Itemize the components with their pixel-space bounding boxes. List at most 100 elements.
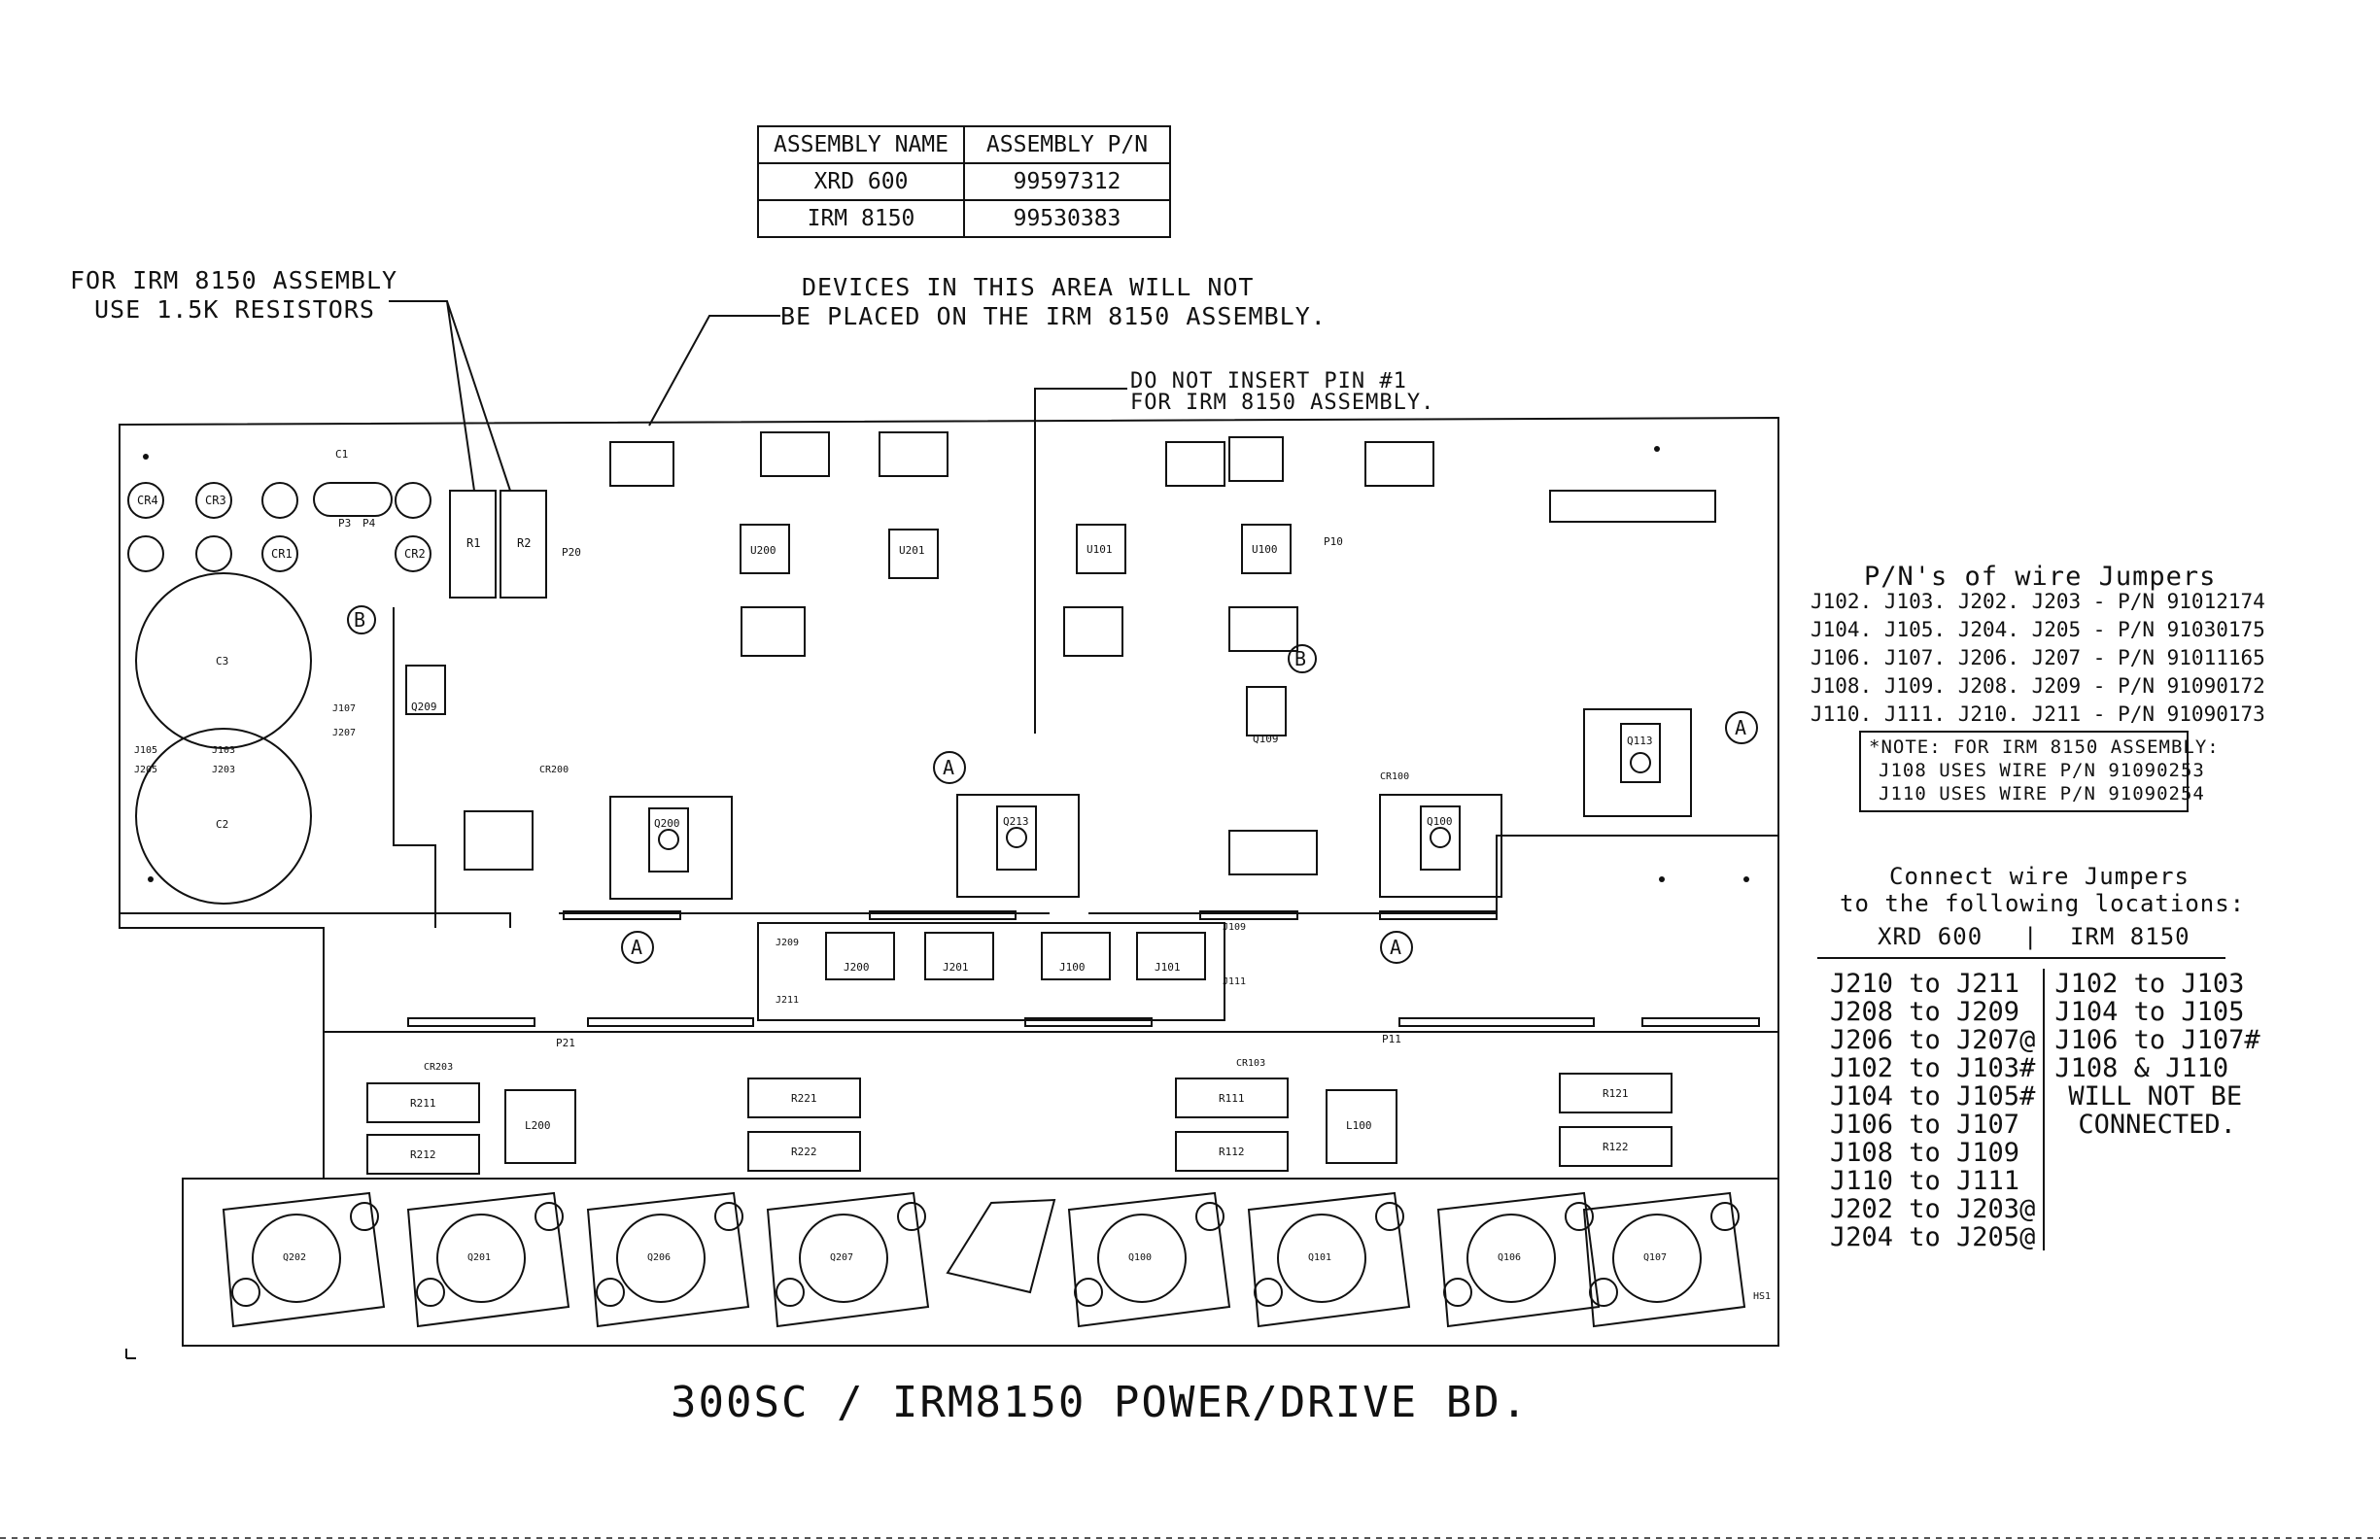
label-u101: U101 [1087,543,1113,556]
label-a-2: A [1735,716,1747,739]
connect-row: J210 to J211 [1830,969,2020,999]
jumper-pn-line: J106. J107. J206. J207 - P/N 91011165 [1811,646,2265,669]
connect-header-rule [1817,957,2225,959]
label-r222: R222 [791,1146,817,1158]
pin-note-line1: DO NOT INSERT PIN #1 [1130,369,1407,394]
connect-row: J102 to J103# [1830,1053,2036,1083]
label-q202: Q202 [283,1252,307,1263]
label-r121: R121 [1603,1087,1629,1100]
label-j203: J203 [212,765,236,775]
jumper-pn-line: J102. J103. J202. J203 - P/N 91012174 [1811,590,2265,613]
jumper-pn-line: J108. J109. J208. J209 - P/N 91090172 [1811,674,2265,698]
irm-note-box: *NOTE: FOR IRM 8150 ASSEMBLY: J108 USES … [1859,731,2219,812]
label-r122: R122 [1603,1141,1629,1153]
label-q107: Q107 [1643,1252,1668,1263]
label-l100: L100 [1346,1119,1372,1132]
assembly-header-name: ASSEMBLY NAME [757,125,965,164]
label-a-4: A [1390,936,1402,959]
connect-row: J106 to J107 [1830,1110,2020,1140]
label-r2: R2 [517,536,532,550]
label-j209: J209 [776,938,800,948]
label-l200: L200 [525,1119,551,1132]
label-r212: R212 [410,1148,436,1161]
label-u201: U201 [899,544,925,557]
devices-note-line1: DEVICES IN THIS AREA WILL NOT [802,273,1255,301]
irm-note-line3: J110 USES WIRE P/N 91090254 [1879,783,2205,804]
assembly-table: ASSEMBLY NAME ASSEMBLY P/N XRD 600 99597… [757,125,1171,238]
label-u100: U100 [1252,543,1278,556]
assembly-header-pn: ASSEMBLY P/N [963,125,1171,164]
label-q100: Q100 [1427,815,1453,828]
assembly-cell: 99530383 [963,199,1171,238]
label-j107: J107 [332,703,357,714]
label-q207: Q207 [830,1252,854,1263]
label-p21: P21 [556,1037,575,1049]
label-c3: C3 [216,655,229,667]
label-a-3: A [631,936,643,959]
label-r211: R211 [410,1097,436,1110]
connect-row: J204 to J205@ [1830,1222,2036,1252]
label-cr3: CR3 [205,494,226,507]
label-cr203: CR203 [424,1062,454,1073]
connect-col2: J102 to J103 J104 to J105 J106 to J107# … [2044,969,2269,1250]
label-q206: Q206 [647,1252,672,1263]
connect-row: CONNECTED. [2078,1110,2236,1140]
label-j101: J101 [1155,961,1181,974]
label-j211: J211 [776,995,800,1006]
label-j103: J103 [212,745,236,756]
label-cr200: CR200 [539,765,569,775]
jumper-pn-line: J104. J105. J204. J205 - P/N 91030175 [1811,618,2265,641]
connect-row: J206 to J207@ [1830,1025,2036,1055]
label-c1: C1 [335,448,349,461]
connect-row: J104 to J105# [1830,1081,2036,1112]
label-r111: R111 [1219,1092,1245,1105]
resistor-note-line2: USE 1.5K RESISTORS [94,295,375,324]
label-j109: J109 [1223,922,1247,933]
drawing-title: 300SC / IRM8150 POWER/DRIVE BD. [671,1378,1530,1427]
label-p4: P4 [362,517,376,530]
irm-note-line2: J108 USES WIRE P/N 91090253 [1879,760,2205,781]
resistor-note-line1: FOR IRM 8150 ASSEMBLY [70,266,398,294]
pin-note-line2: FOR IRM 8150 ASSEMBLY. [1130,391,1435,415]
connect-col1: J210 to J211 J208 to J209 J206 to J207@ … [1820,969,2046,1252]
jumper-pn-line: J110. J111. J210. J211 - P/N 91090173 [1811,702,2265,726]
label-q213: Q213 [1003,815,1029,828]
label-p20: P20 [562,546,581,559]
label-j105: J105 [134,745,158,756]
label-cr2: CR2 [404,547,426,561]
connect-title-line1: Connect wire Jumpers [1889,863,2190,890]
label-j205: J205 [134,765,158,775]
label-p11: P11 [1382,1033,1401,1045]
label-j111: J111 [1223,976,1247,987]
label-p10: P10 [1324,535,1343,548]
label-cr1: CR1 [271,547,293,561]
resistor-rows [464,431,1434,875]
jumper-pn-list: J102. J103. J202. J203 - P/N 91012174 J1… [1811,590,2265,731]
connect-row: J202 to J203@ [1830,1194,2036,1224]
label-q109: Q109 [1253,733,1279,745]
connect-row: J102 to J103 [2054,969,2245,999]
irm-note-line1: *NOTE: FOR IRM 8150 ASSEMBLY: [1869,736,2220,758]
label-q209: Q209 [411,701,437,713]
label-j201: J201 [943,961,969,974]
assembly-cell: IRM 8150 [757,199,965,238]
power-transistors [222,1191,1746,1328]
label-c2: C2 [216,818,229,831]
connect-row: J108 to J109 [1830,1138,2020,1168]
connect-row: J110 to J111 [1830,1166,2020,1196]
label-p3: P3 [338,517,352,530]
connect-col2-header: IRM 8150 [2070,923,2190,950]
label-j100: J100 [1059,961,1086,974]
label-r1: R1 [466,536,481,550]
label-q201: Q201 [467,1252,492,1263]
label-cr100: CR100 [1380,771,1410,782]
assembly-cell: 99597312 [963,162,1171,201]
label-u200: U200 [750,544,776,557]
label-j200: J200 [844,961,870,974]
board-outline [119,416,1779,1347]
label-r221: R221 [791,1092,817,1105]
connect-col-divider: | [2023,923,2039,950]
label-hs1: HS1 [1753,1291,1772,1302]
connect-row: J108 & J110 [2054,1053,2229,1083]
